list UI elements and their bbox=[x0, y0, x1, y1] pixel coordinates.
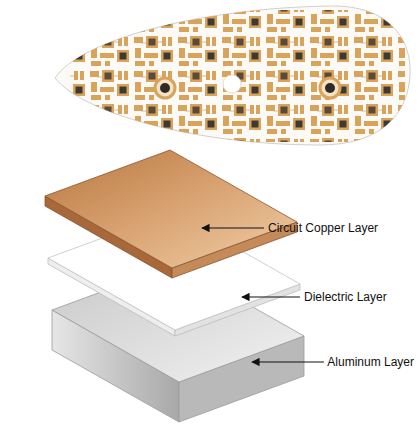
leader-arrow bbox=[252, 361, 324, 362]
part-label: Aluminum Layer bbox=[327, 355, 414, 369]
mount-hole bbox=[325, 83, 335, 93]
leader-arrow bbox=[202, 227, 264, 228]
pcb-board bbox=[55, 6, 410, 145]
copper-layer bbox=[45, 150, 297, 278]
leader-arrow bbox=[242, 296, 300, 297]
copper-top bbox=[45, 150, 297, 268]
mount-hole bbox=[155, 78, 175, 98]
pad-pattern bbox=[70, 10, 405, 142]
board-pads bbox=[70, 10, 405, 142]
mount-hole bbox=[223, 75, 241, 93]
board-outline bbox=[55, 6, 410, 145]
part-label: Dielectric Layer bbox=[304, 290, 387, 304]
part-label: Circuit Copper Layer bbox=[268, 221, 378, 235]
mount-hole bbox=[160, 83, 170, 93]
mount-hole bbox=[320, 78, 340, 98]
